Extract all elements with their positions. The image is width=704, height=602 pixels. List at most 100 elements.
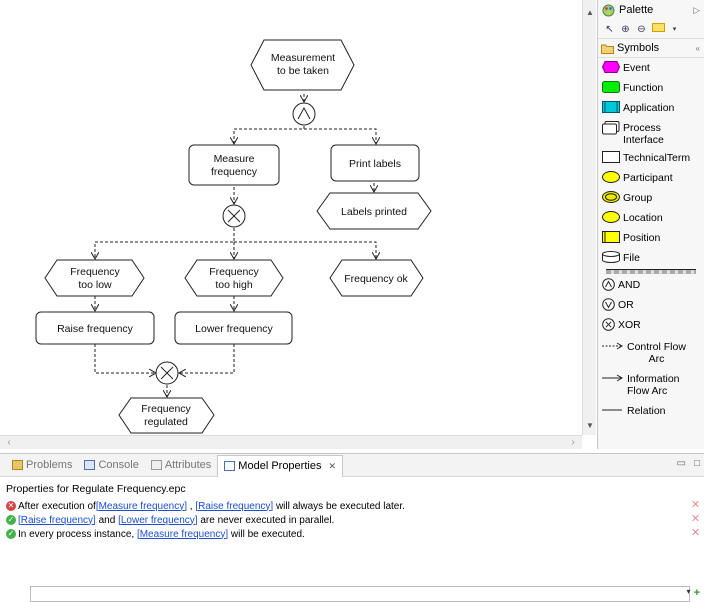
dropdown-icon[interactable]: ▾	[672, 25, 677, 33]
palette-item-relation[interactable]: Relation	[598, 404, 704, 422]
event-frequency-too-high[interactable]: Frequency too high	[184, 259, 284, 297]
symbols-drawer[interactable]: Symbols «	[598, 39, 704, 58]
technical-term-icon	[602, 151, 620, 163]
xor-icon	[602, 318, 615, 331]
position-icon	[602, 231, 620, 243]
event-label-line1: Frequency	[209, 266, 259, 278]
palette-header[interactable]: Palette ▷	[598, 0, 704, 20]
minimize-icon[interactable]: ▭	[676, 458, 686, 469]
link-raise-frequency[interactable]: [Raise frequency]	[195, 500, 274, 512]
palette-toolbar: ↖ ⊕ ⊖ ▾	[598, 20, 704, 39]
palette-item-position[interactable]: Position	[598, 231, 704, 251]
close-tab-icon[interactable]: ✕	[328, 460, 336, 471]
event-measurement-to-be-taken[interactable]: Measurement to be taken	[250, 39, 355, 91]
delete-row-icon[interactable]: ✕	[690, 527, 701, 539]
row-text: are never executed in parallel.	[197, 514, 335, 526]
zoom-out-icon[interactable]: ⊖	[637, 23, 646, 35]
delete-row-icon[interactable]: ✕	[690, 513, 701, 525]
palette-item-location[interactable]: Location	[598, 211, 704, 231]
row-text: and	[95, 514, 119, 526]
dropdown-chevron-icon[interactable]: ▾	[686, 587, 691, 596]
and-connector[interactable]	[292, 102, 316, 126]
epc-diagram[interactable]: Measurement to be taken Measure frequenc…	[0, 0, 582, 435]
diagram-canvas[interactable]: Measurement to be taken Measure frequenc…	[0, 0, 582, 435]
tab-model-properties[interactable]: Model Properties ✕	[217, 454, 343, 477]
relation-line-icon	[602, 409, 622, 411]
properties-title: Properties for Regulate Frequency.epc	[6, 483, 186, 495]
palette-item-xor[interactable]: XOR	[598, 318, 704, 340]
or-icon	[602, 298, 615, 311]
event-label: Frequency ok	[344, 273, 408, 285]
property-row[interactable]: ✓ In every process instance, [Measure fr…	[0, 527, 704, 541]
function-label: Raise frequency	[57, 323, 134, 335]
palette-item-group[interactable]: Group	[598, 191, 704, 211]
event-frequency-too-low[interactable]: Frequency too low	[44, 259, 145, 297]
tab-label: Console	[98, 459, 139, 471]
information-flow-arrow-icon	[602, 374, 623, 382]
event-frequency-regulated[interactable]: Frequency regulated	[118, 397, 215, 434]
tab-problems[interactable]: Problems	[6, 455, 78, 475]
function-label: Print labels	[349, 158, 401, 170]
control-flow-arrow-icon	[602, 342, 623, 350]
function-lower-frequency[interactable]: Lower frequency	[174, 311, 293, 345]
event-label-line1: Frequency	[141, 403, 191, 415]
link-raise-frequency[interactable]: [Raise frequency]	[18, 514, 96, 526]
select-arrow-icon[interactable]: ↖	[605, 23, 614, 35]
property-row[interactable]: ✓ [Raise frequency] and [Lower frequency…	[0, 513, 704, 527]
scroll-up-icon[interactable]: ▲	[586, 8, 594, 17]
event-frequency-ok[interactable]: Frequency ok	[329, 259, 424, 297]
palette-item-and[interactable]: AND	[598, 278, 704, 298]
palette-item-or[interactable]: OR	[598, 298, 704, 318]
row-text: In every process instance,	[18, 528, 137, 540]
palette-item-function[interactable]: Function	[598, 81, 704, 101]
palette-item-event[interactable]: Event	[598, 61, 704, 81]
palette-item-process-interface[interactable]: Process Interface	[598, 121, 704, 151]
zoom-in-icon[interactable]: ⊕	[621, 23, 630, 35]
file-icon	[602, 251, 620, 263]
row-text: ,	[187, 500, 196, 512]
link-measure-frequency[interactable]: [Measure frequency]	[95, 500, 187, 512]
palette-item-control-flow-arc[interactable]: Control Flow Arc	[598, 340, 704, 372]
xor-connector-join[interactable]	[155, 361, 179, 385]
scroll-right-icon[interactable]: ›	[571, 437, 575, 448]
palette-item-information-flow-arc[interactable]: Information Flow Arc	[598, 372, 704, 404]
event-label-line1: Measurement	[271, 52, 335, 64]
link-lower-frequency[interactable]: [Lower frequency]	[118, 514, 198, 526]
event-label-line2: too high	[215, 279, 253, 291]
palette-item-technical-term[interactable]: TechnicalTerm	[598, 151, 704, 171]
tab-console[interactable]: Console	[78, 455, 144, 475]
tab-label: Problems	[26, 459, 73, 471]
event-label-line2: regulated	[144, 416, 188, 428]
drawer-label: Symbols	[617, 42, 660, 54]
add-property-icon[interactable]: +	[693, 587, 700, 599]
event-label-line2: too low	[78, 279, 112, 291]
property-input[interactable]	[30, 586, 690, 602]
vertical-scrollbar[interactable]: ▲ ▼	[582, 0, 596, 435]
link-measure-frequency[interactable]: [Measure frequency]	[136, 528, 229, 540]
note-icon[interactable]	[651, 22, 665, 36]
palette-item-application[interactable]: Application	[598, 101, 704, 121]
function-raise-frequency[interactable]: Raise frequency	[35, 311, 155, 345]
row-text: After execution of	[18, 500, 96, 512]
tab-label: Model Properties	[238, 460, 322, 472]
tab-attributes[interactable]: Attributes	[145, 455, 217, 475]
participant-icon	[602, 171, 620, 183]
palette-collapse-icon[interactable]: ▷	[693, 4, 700, 15]
palette-item-file[interactable]: File	[598, 251, 704, 269]
property-row[interactable]: ✕ After execution of [Measure frequency]…	[0, 499, 704, 513]
drawer-collapse-icon[interactable]: «	[695, 43, 700, 53]
xor-connector[interactable]	[222, 204, 246, 228]
event-labels-printed[interactable]: Labels printed	[316, 192, 432, 230]
view-tab-bar: Problems Console Attributes Model Proper…	[0, 454, 704, 477]
problems-icon	[12, 460, 23, 470]
palette-item-participant[interactable]: Participant	[598, 171, 704, 191]
palette-panel: Palette ▷ ↖ ⊕ ⊖ ▾ Symbols « Event Functi…	[597, 0, 704, 449]
horizontal-scrollbar[interactable]: ‹ ›	[0, 435, 582, 449]
function-print-labels[interactable]: Print labels	[330, 144, 420, 182]
delete-row-icon[interactable]: ✕	[690, 499, 701, 511]
scroll-down-icon[interactable]: ▼	[586, 421, 594, 430]
maximize-icon[interactable]: □	[693, 458, 700, 469]
row-text: will always be executed later.	[273, 500, 405, 512]
scroll-left-icon[interactable]: ‹	[7, 437, 11, 448]
function-measure-frequency[interactable]: Measure frequency	[188, 144, 280, 186]
